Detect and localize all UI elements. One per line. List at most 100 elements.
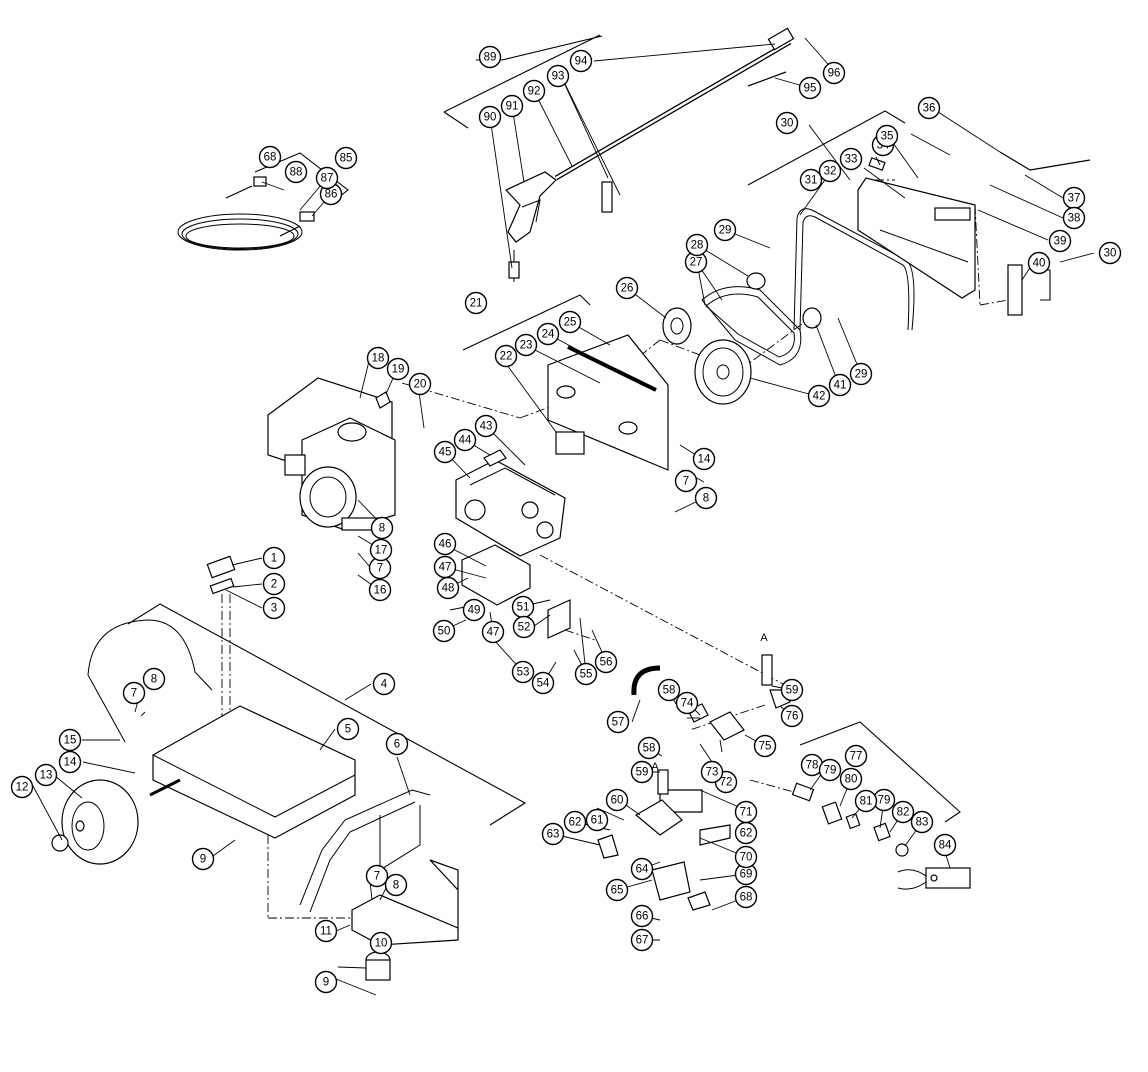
- callout-47[interactable]: 47: [433, 555, 457, 579]
- callout-59[interactable]: 59: [780, 678, 804, 702]
- callout-1[interactable]: 1: [262, 546, 286, 570]
- callout-68[interactable]: 68: [734, 885, 758, 909]
- callout-15[interactable]: 15: [58, 728, 82, 752]
- callout-72[interactable]: 72: [714, 770, 738, 794]
- callout-70[interactable]: 70: [734, 845, 758, 869]
- callout-81[interactable]: 81: [854, 789, 878, 813]
- callout-14[interactable]: 14: [58, 750, 82, 774]
- callout-5[interactable]: 5: [336, 717, 360, 741]
- callout-36[interactable]: 36: [917, 96, 941, 120]
- callout-61[interactable]: 61: [585, 808, 609, 832]
- callout-85[interactable]: 85: [334, 146, 358, 170]
- callout-94[interactable]: 94: [569, 49, 593, 73]
- callout-66[interactable]: 66: [630, 904, 654, 928]
- callout-43[interactable]: 43: [474, 414, 498, 438]
- callout-95[interactable]: 95: [798, 76, 822, 100]
- callout-42[interactable]: 42: [807, 384, 831, 408]
- callout-31[interactable]: 31: [799, 168, 823, 192]
- callout-75[interactable]: 75: [753, 734, 777, 758]
- callout-55[interactable]: 55: [574, 662, 598, 686]
- callout-7[interactable]: 7: [674, 469, 698, 493]
- callout-65[interactable]: 65: [605, 878, 629, 902]
- callout-89[interactable]: 89: [478, 45, 502, 69]
- callout-8[interactable]: 8: [370, 516, 394, 540]
- callout-35[interactable]: 35: [875, 124, 899, 148]
- callout-88[interactable]: 88: [284, 160, 308, 184]
- callout-40[interactable]: 40: [1027, 251, 1051, 275]
- callout-11[interactable]: 11: [314, 919, 338, 943]
- callout-20[interactable]: 20: [408, 372, 432, 396]
- callout-26[interactable]: 26: [615, 276, 639, 300]
- callout-16[interactable]: 16: [368, 578, 392, 602]
- callout-92[interactable]: 92: [522, 79, 546, 103]
- callout-60[interactable]: 60: [605, 788, 629, 812]
- callout-76[interactable]: 76: [780, 704, 804, 728]
- callout-9[interactable]: 9: [191, 847, 215, 871]
- callout-28[interactable]: 28: [685, 233, 709, 257]
- callout-49[interactable]: 49: [462, 598, 486, 622]
- callout-13[interactable]: 13: [34, 763, 58, 787]
- callout-44[interactable]: 44: [453, 428, 477, 452]
- callout-51[interactable]: 51: [511, 595, 535, 619]
- callout-90[interactable]: 90: [478, 105, 502, 129]
- callout-52[interactable]: 52: [512, 615, 536, 639]
- callout-29[interactable]: 29: [713, 218, 737, 242]
- callout-19[interactable]: 19: [386, 357, 410, 381]
- callout-22[interactable]: 22: [494, 344, 518, 368]
- callout-93[interactable]: 93: [546, 64, 570, 88]
- callout-77[interactable]: 77: [844, 744, 868, 768]
- callout-64[interactable]: 64: [630, 857, 654, 881]
- callout-79[interactable]: 79: [872, 788, 896, 812]
- callout-25[interactable]: 25: [558, 310, 582, 334]
- callout-12[interactable]: 12: [10, 775, 34, 799]
- callout-4[interactable]: 4: [372, 672, 396, 696]
- callout-50[interactable]: 50: [432, 619, 456, 643]
- callout-54[interactable]: 54: [531, 671, 555, 695]
- callout-56[interactable]: 56: [594, 650, 618, 674]
- callout-53[interactable]: 53: [511, 660, 535, 684]
- callout-8[interactable]: 8: [142, 667, 166, 691]
- callout-67[interactable]: 67: [630, 928, 654, 952]
- callout-38[interactable]: 38: [1062, 206, 1086, 230]
- callout-18[interactable]: 18: [366, 346, 390, 370]
- callout-57[interactable]: 57: [606, 710, 630, 734]
- callout-62[interactable]: 62: [563, 810, 587, 834]
- callout-74[interactable]: 74: [675, 691, 699, 715]
- callout-58[interactable]: 58: [637, 736, 661, 760]
- callout-68[interactable]: 68: [258, 145, 282, 169]
- callout-79[interactable]: 79: [818, 758, 842, 782]
- callout-58[interactable]: 58: [657, 678, 681, 702]
- callout-84[interactable]: 84: [933, 833, 957, 857]
- callout-91[interactable]: 91: [500, 94, 524, 118]
- callout-29[interactable]: 29: [849, 362, 873, 386]
- callout-73[interactable]: 73: [700, 760, 724, 784]
- callout-96[interactable]: 96: [822, 61, 846, 85]
- callout-45[interactable]: 45: [433, 440, 457, 464]
- callout-63[interactable]: 63: [541, 822, 565, 846]
- callout-7[interactable]: 7: [365, 864, 389, 888]
- callout-14[interactable]: 14: [692, 447, 716, 471]
- callout-46[interactable]: 46: [433, 532, 457, 556]
- callout-41[interactable]: 41: [828, 373, 852, 397]
- callout-33[interactable]: 33: [839, 147, 863, 171]
- callout-47[interactable]: 47: [481, 620, 505, 644]
- callout-9[interactable]: 9: [314, 970, 338, 994]
- callout-6[interactable]: 6: [385, 732, 409, 756]
- callout-30[interactable]: 30: [1098, 241, 1122, 265]
- callout-30[interactable]: 30: [775, 111, 799, 135]
- callout-80[interactable]: 80: [839, 767, 863, 791]
- callout-83[interactable]: 83: [910, 810, 934, 834]
- callout-39[interactable]: 39: [1048, 229, 1072, 253]
- callout-37[interactable]: 37: [1062, 186, 1086, 210]
- callout-3[interactable]: 3: [262, 596, 286, 620]
- callout-2[interactable]: 2: [262, 572, 286, 596]
- callout-24[interactable]: 24: [536, 322, 560, 346]
- callout-71[interactable]: 71: [734, 800, 758, 824]
- callout-21[interactable]: 21: [464, 291, 488, 315]
- callout-87[interactable]: 87: [315, 166, 339, 190]
- callout-59[interactable]: 59: [630, 760, 654, 784]
- callout-62[interactable]: 62: [734, 821, 758, 845]
- callout-48[interactable]: 48: [436, 576, 460, 600]
- callout-8[interactable]: 8: [694, 486, 718, 510]
- callout-17[interactable]: 17: [369, 538, 393, 562]
